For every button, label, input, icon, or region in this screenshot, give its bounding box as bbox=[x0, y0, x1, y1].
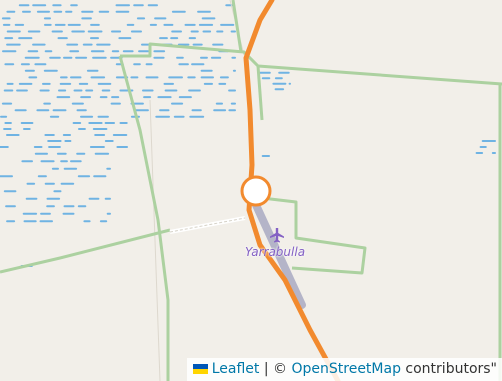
map-attribution: Leaflet | © OpenStreetMap contributors" bbox=[186, 358, 502, 381]
place-label-yarrabulla: Yarrabulla bbox=[245, 245, 306, 259]
leaflet-link-label: Leaflet bbox=[211, 361, 260, 377]
wetland-area bbox=[0, 4, 496, 267]
attribution-suffix: contributors" bbox=[405, 361, 497, 377]
minor-road-casing bbox=[169, 217, 246, 233]
leaflet-link[interactable]: Leaflet bbox=[192, 361, 260, 377]
runway bbox=[252, 201, 306, 309]
attribution-separator: | bbox=[263, 361, 269, 377]
location-marker[interactable] bbox=[240, 175, 272, 207]
ukraine-flag-icon bbox=[192, 364, 208, 374]
airplane-icon bbox=[270, 228, 284, 243]
osm-link[interactable]: OpenStreetMap bbox=[291, 361, 401, 377]
attribution-copyright: © bbox=[273, 361, 288, 377]
